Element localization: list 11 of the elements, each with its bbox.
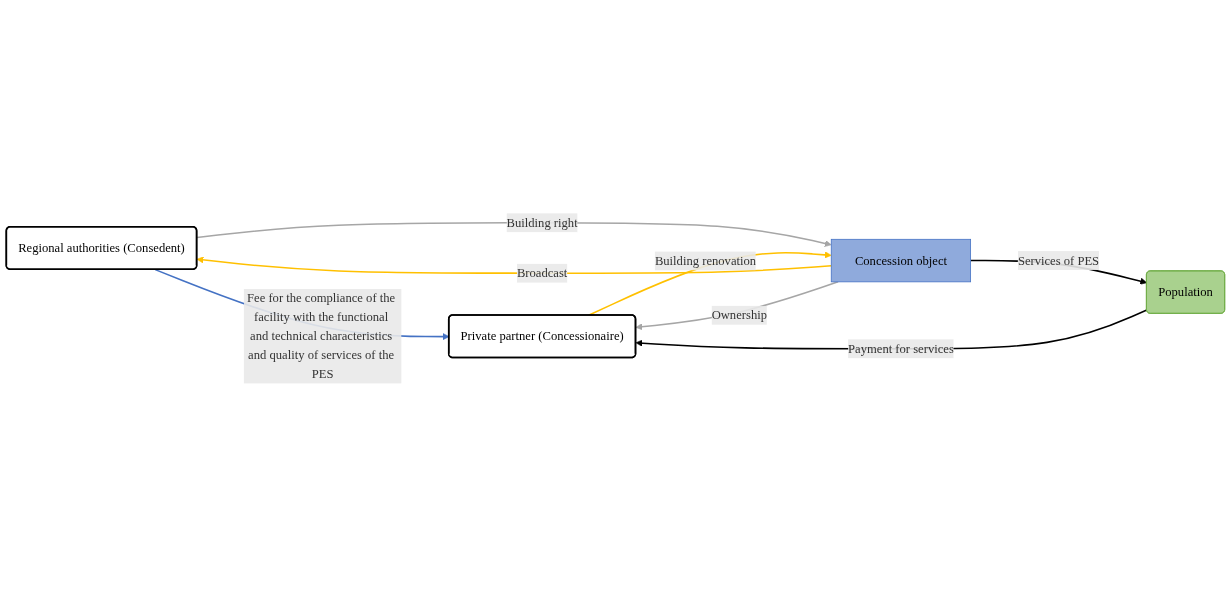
arrow	[196, 256, 833, 275]
edge-label: Building renovation	[654, 253, 757, 268]
node-box: Concession object	[830, 239, 971, 283]
arrow	[196, 222, 832, 247]
edge-label: Payment for services	[848, 341, 954, 356]
edge-label: Ownership	[711, 308, 767, 322]
edge-label: Services of PES	[1017, 253, 1100, 267]
edge-label: Building right	[506, 215, 578, 230]
arrow	[635, 281, 839, 331]
edge-label: Fee for the compliance of the facility with the functional and technical characteristics and quality of services of the PES	[247, 291, 396, 381]
edge-label: Broadcast	[516, 266, 568, 280]
